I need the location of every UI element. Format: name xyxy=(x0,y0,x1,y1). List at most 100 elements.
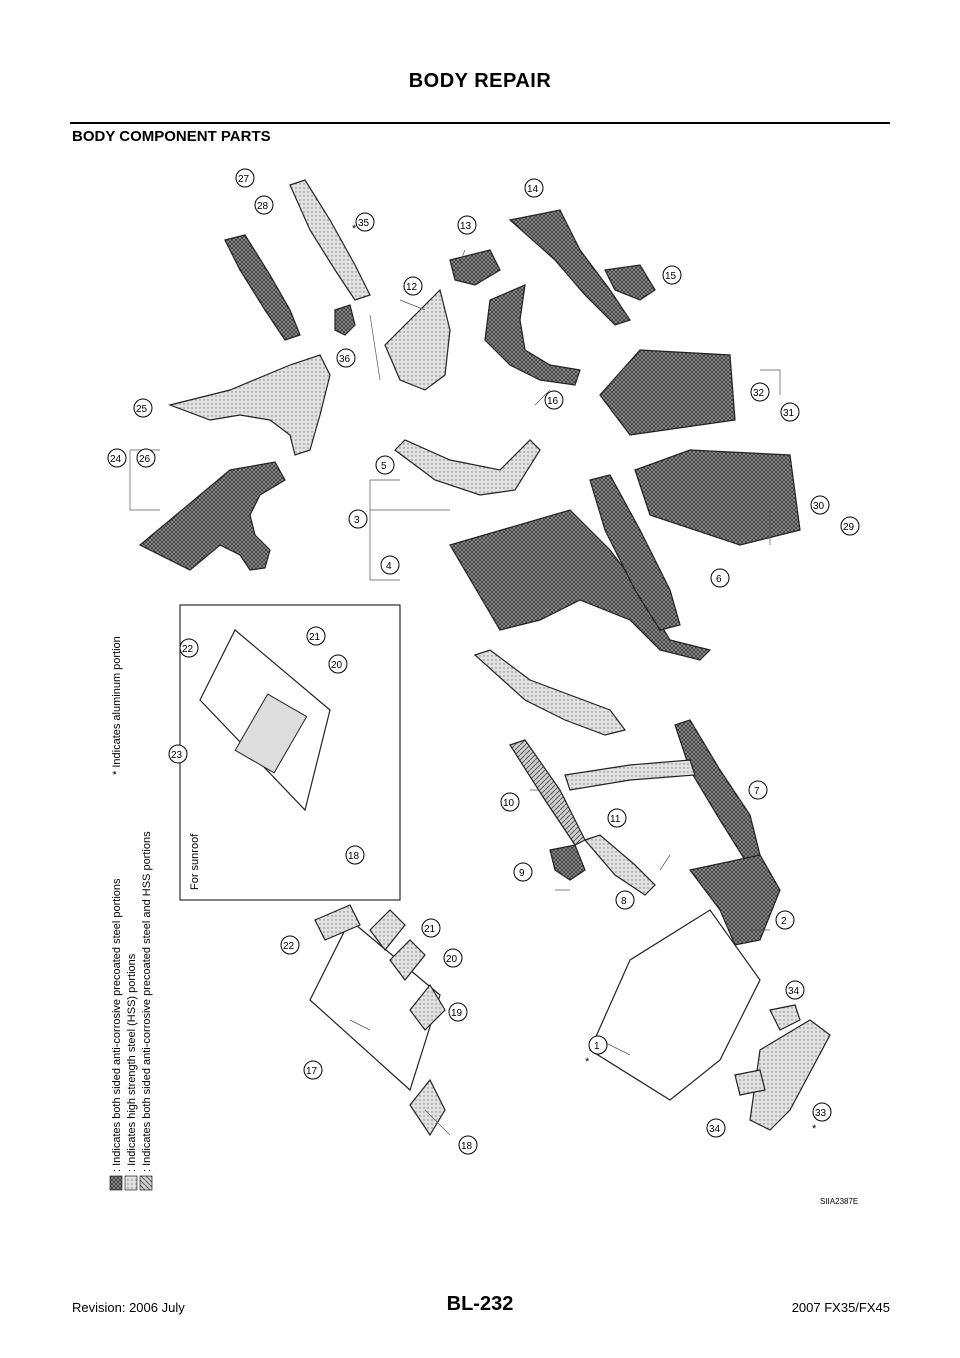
svg-text:34: 34 xyxy=(788,986,800,997)
svg-text:25: 25 xyxy=(136,404,148,415)
roof-17-panel xyxy=(309,919,441,1092)
fender-2-panel xyxy=(688,854,781,946)
svg-text:21: 21 xyxy=(424,924,436,935)
part-label-20b: 20 xyxy=(328,654,348,674)
footer-model: 2007 FX35/FX45 xyxy=(791,1300,890,1315)
bracket-34-upper-panel xyxy=(769,1004,801,1031)
front-pillar-upper-panel xyxy=(224,234,301,341)
part-label-25: 25 xyxy=(133,398,153,418)
svg-text:34: 34 xyxy=(709,1124,721,1135)
part-label-19: 19 xyxy=(448,1002,468,1022)
sunroof-label: For sunroof xyxy=(189,833,201,890)
svg-text:15: 15 xyxy=(665,271,677,282)
part-label-22a: 22 xyxy=(280,935,300,955)
svg-text:26: 26 xyxy=(139,454,151,465)
part-label-24: 24 xyxy=(107,448,127,468)
svg-text:4: 4 xyxy=(386,561,392,572)
hood-ledge-panel xyxy=(167,354,331,456)
part-label-10: 10 xyxy=(500,792,520,812)
part-label-34a: 34 xyxy=(785,980,805,1000)
roof-rail-5-panel xyxy=(394,439,541,496)
hood-panel xyxy=(589,909,761,1101)
svg-text:30: 30 xyxy=(813,501,825,512)
figure-code: SIIA2387E xyxy=(820,1197,859,1206)
asterisk-hood: * xyxy=(585,1056,590,1068)
page-header-title: BODY REPAIR xyxy=(408,70,552,92)
part-label-1: 1 xyxy=(588,1035,608,1055)
svg-text:12: 12 xyxy=(406,282,418,293)
svg-text:23: 23 xyxy=(171,750,183,761)
part-label-4: 4 xyxy=(380,555,400,575)
bracket-34-lower-panel xyxy=(734,1069,766,1096)
svg-text:16: 16 xyxy=(547,396,559,407)
roof-rail-21-panel xyxy=(369,909,406,951)
svg-text:3: 3 xyxy=(354,515,360,526)
svg-text:20: 20 xyxy=(331,660,343,671)
reinforcement-35-panel xyxy=(289,179,371,301)
part-label-13: 13 xyxy=(457,215,477,235)
part-label-18a: 18 xyxy=(458,1135,478,1155)
pillar-10-panel xyxy=(509,739,586,846)
part-label-17: 17 xyxy=(303,1060,323,1080)
roof-bow-7-panel xyxy=(674,719,761,861)
svg-text:7: 7 xyxy=(754,786,760,797)
svg-text:2: 2 xyxy=(781,916,787,927)
footer-page-number: BL-232 xyxy=(446,1293,514,1315)
part-label-9: 9 xyxy=(513,862,533,882)
svg-text:10: 10 xyxy=(503,798,515,809)
svg-text:35: 35 xyxy=(358,218,370,229)
front-fender-panel xyxy=(138,461,286,571)
member-14-panel xyxy=(508,209,631,326)
svg-text:17: 17 xyxy=(306,1066,318,1077)
part-label-27: 27 xyxy=(235,168,255,188)
part-label-28: 28 xyxy=(254,195,274,215)
svg-text:21: 21 xyxy=(309,632,321,643)
part-labels: 1 2 3 4 5 6 7 8 9 10 11 12 13 14 15 16 1… xyxy=(107,168,860,1155)
bracket-9-panel xyxy=(549,844,586,881)
legend: : Indicates both sided anti-corrosive pr… xyxy=(109,636,153,1191)
part-label-33: 33 xyxy=(812,1102,832,1122)
svg-text:13: 13 xyxy=(460,221,472,232)
svg-text:18: 18 xyxy=(348,851,360,862)
pillar-11-panel xyxy=(564,759,696,791)
svg-text:36: 36 xyxy=(339,354,351,365)
part-label-34b: 34 xyxy=(706,1118,726,1138)
part-label-6: 6 xyxy=(710,568,730,588)
sill-8-panel xyxy=(583,834,656,896)
part-label-29: 29 xyxy=(840,516,860,536)
part-label-35: 35 xyxy=(355,212,375,232)
asterisk-35: * xyxy=(352,223,357,235)
leader-lines xyxy=(129,249,781,1136)
roof-bow-19-panel xyxy=(409,983,446,1031)
rear-door-panel xyxy=(599,349,736,436)
svg-text:33: 33 xyxy=(815,1108,827,1119)
asterisk-core: * xyxy=(812,1123,817,1135)
part-label-2: 2 xyxy=(775,910,795,930)
aluminum-note: * Indicates aluminum portion xyxy=(111,636,123,775)
bracket-13-panel xyxy=(449,249,501,286)
part-label-5: 5 xyxy=(375,455,395,475)
footer-revision: Revision: 2006 July xyxy=(72,1300,185,1315)
part-label-22b: 22 xyxy=(179,638,199,658)
part-label-20a: 20 xyxy=(443,948,463,968)
svg-text:27: 27 xyxy=(238,174,250,185)
part-label-36: 36 xyxy=(336,348,356,368)
part-label-12: 12 xyxy=(403,276,423,296)
header-rule xyxy=(70,122,890,124)
radiator-core-33-panel xyxy=(749,1019,831,1131)
svg-text:29: 29 xyxy=(843,522,855,533)
svg-text:9: 9 xyxy=(519,868,525,879)
wheelhouse-16-panel xyxy=(484,284,581,386)
svg-text:8: 8 xyxy=(621,896,627,907)
part-label-8: 8 xyxy=(615,890,635,910)
svg-text:5: 5 xyxy=(381,461,387,472)
part-label-11: 11 xyxy=(607,808,627,828)
part-label-14: 14 xyxy=(524,178,544,198)
pillar-6-panel xyxy=(589,474,681,631)
svg-text:20: 20 xyxy=(446,954,458,965)
part-label-31: 31 xyxy=(780,402,800,422)
side-frame-outer-panel xyxy=(449,509,712,661)
bracket-15-panel xyxy=(604,264,656,301)
svg-text:31: 31 xyxy=(783,408,795,419)
section-title: BODY COMPONENT PARTS xyxy=(72,128,271,145)
